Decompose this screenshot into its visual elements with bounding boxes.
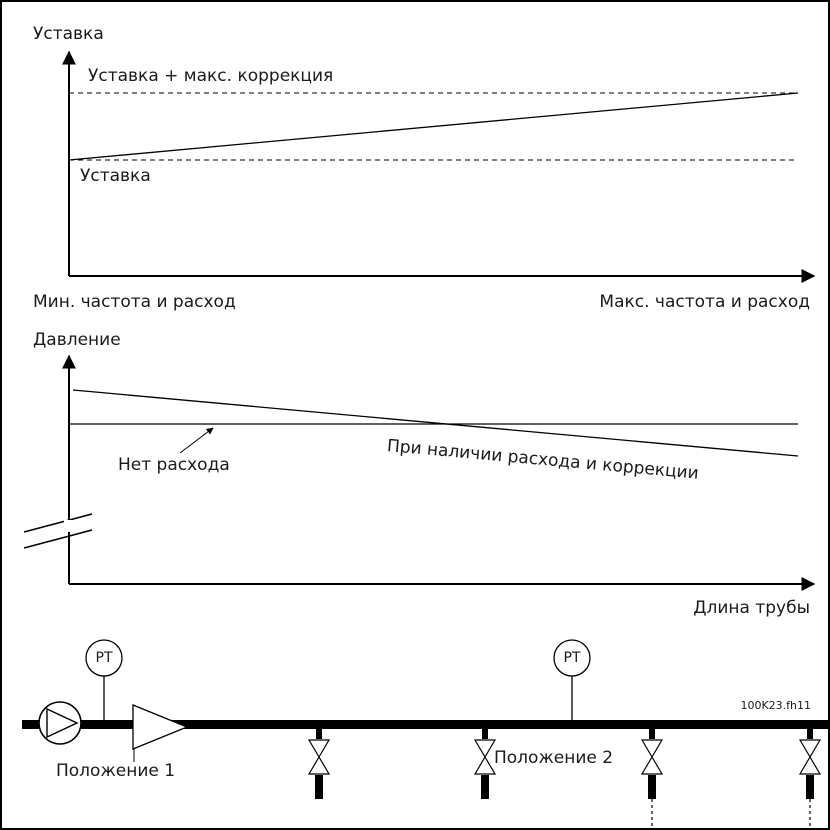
- figure-code: 100K23.fh11: [740, 699, 811, 712]
- pressure-y-axis-label: Давление: [33, 330, 121, 350]
- flow-compensated-pressure-line: [72, 389, 799, 457]
- setpoint-chart: [62, 50, 816, 283]
- axis-break-mark-lower: [23, 529, 93, 549]
- no-flow-label: Нет расхода: [118, 455, 230, 475]
- pipe-schematic: [22, 639, 828, 830]
- pt-sensor-2-label: PT: [563, 650, 581, 666]
- axis-break-mark-upper: [23, 513, 93, 533]
- pt-sensor-2-icon: [553, 639, 591, 677]
- valve-icon: [307, 755, 331, 775]
- setpoint-y-axis-label: Уставка: [33, 24, 104, 44]
- main-pipe: [22, 720, 828, 729]
- consumer-branch-3: [640, 729, 664, 830]
- position-2-label: Положение 2: [494, 748, 614, 768]
- valve-icon: [473, 755, 497, 775]
- max-frequency-flow-label: Макс. частота и расход: [599, 292, 810, 312]
- valve-icon: [640, 755, 664, 775]
- valve-icon: [473, 739, 497, 759]
- position-1-label: Положение 1: [56, 761, 176, 781]
- valve-icon: [640, 739, 664, 759]
- max-correction-line-label: Уставка + макс. коррекция: [88, 66, 334, 86]
- consumer-branch-2: [473, 729, 497, 799]
- consumer-branch-4: [798, 729, 822, 830]
- valve-icon: [798, 739, 822, 759]
- min-frequency-flow-label: Мин. частота и расход: [33, 292, 236, 312]
- compensated-setpoint-line: [68, 92, 799, 161]
- pt-sensor-1-icon: [85, 639, 123, 677]
- pt-sensor-1-label: PT: [95, 650, 113, 666]
- pump-arrow-icon: [46, 707, 79, 739]
- axis-break-gap: [64, 520, 74, 532]
- consumer-branch-1: [307, 729, 331, 799]
- valve-icon: [307, 739, 331, 759]
- setpoint-line-label: Уставка: [80, 166, 151, 186]
- flow-direction-arrow-icon: [132, 704, 189, 750]
- pipe-length-axis-label: Длина трубы: [693, 598, 810, 618]
- no-flow-pointer-arrow: [179, 427, 214, 454]
- valve-icon: [798, 755, 822, 775]
- pressure-chart: [23, 354, 816, 591]
